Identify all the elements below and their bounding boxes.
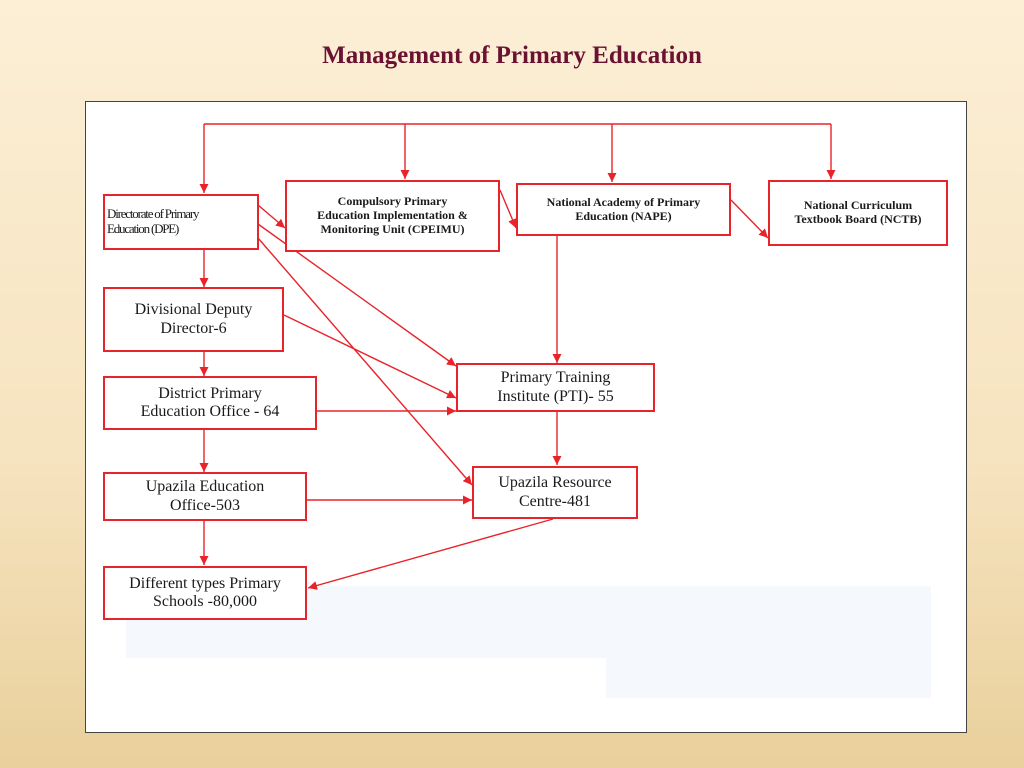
node-cpeimu-line1: Compulsory Primary [337, 194, 448, 209]
node-upazila-office-line2: Office-503 [170, 496, 240, 514]
node-pti-line2: Institute (PTI)- 55 [497, 387, 614, 405]
node-urc: Upazila Resource Centre-481 [472, 466, 638, 519]
node-cpeimu-line3: Monitoring Unit (CPEIMU) [320, 221, 465, 236]
node-nctb-line1: National Curriculum [803, 198, 913, 213]
arrow-divisional-to-pti [283, 314, 457, 399]
node-divisional: Divisional Deputy Director-6 [103, 287, 284, 352]
node-nctb: National Curriculum Textbook Board (NCTB… [768, 180, 948, 246]
node-urc-line2: Centre-481 [519, 492, 591, 510]
node-district: District Primary Education Office - 64 [103, 376, 317, 430]
slide-title: Management of Primary Education [322, 42, 702, 69]
node-schools: Different types Primary Schools -80,000 [103, 566, 307, 620]
node-pti: Primary Training Institute (PTI)- 55 [456, 363, 655, 412]
node-divisional-line1: Divisional Deputy [134, 301, 253, 319]
node-district-line1: District Primary [158, 384, 262, 402]
node-pti-line1: Primary Training [500, 369, 611, 387]
node-nape-line2: Education (NAPE) [575, 208, 672, 223]
arrow-urc-to-schools [307, 518, 554, 590]
node-upazila-office-line1: Upazila Education [145, 478, 265, 496]
arrow-dpe-to-cpeimu [257, 204, 286, 229]
arrow-cpeimu-to-nape [499, 189, 517, 229]
node-district-line2: Education Office - 64 [140, 403, 280, 420]
node-nape-line1: National Academy of Primary [546, 194, 701, 209]
node-divisional-line2: Director-6 [160, 319, 227, 337]
node-cpeimu: Compulsory Primary Education Implementat… [285, 180, 500, 252]
node-schools-line2: Schools -80,000 [152, 593, 257, 610]
shaded-background [606, 658, 931, 698]
node-upazila-office: Upazila Education Office-503 [103, 472, 307, 521]
node-dpe-line1: Directorate of Primary [107, 206, 199, 222]
node-nape: National Academy of Primary Education (N… [516, 183, 731, 236]
node-urc-line1: Upazila Resource [498, 474, 612, 492]
node-dpe-line2: Education (DPE) [107, 221, 179, 236]
node-dpe: Directorate of Primary Education (DPE) [103, 194, 259, 250]
node-nctb-line2: Textbook Board (NCTB) [794, 212, 922, 226]
arrow-nape-to-nctb [730, 199, 769, 239]
node-schools-line1: Different types Primary [129, 574, 281, 592]
node-cpeimu-line2: Education Implementation & [317, 208, 468, 223]
arrow-dpe-to-urc [257, 237, 473, 486]
